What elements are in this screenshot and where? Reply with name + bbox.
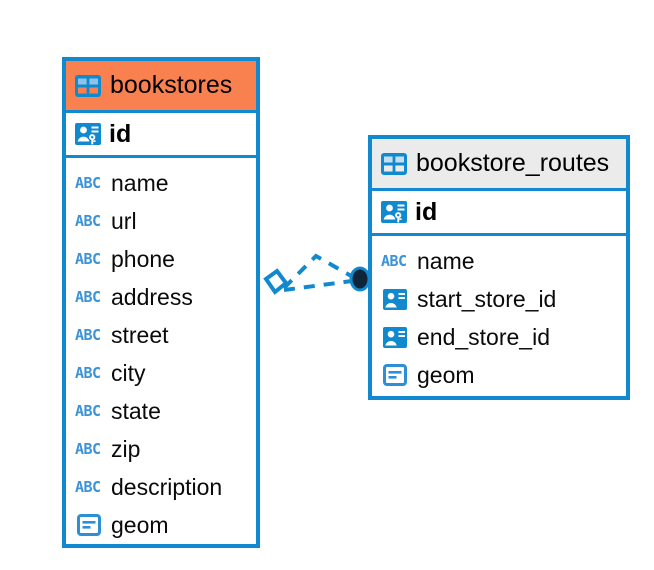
field-label: address xyxy=(111,283,193,310)
field-row-url[interactable]: ABC url xyxy=(66,202,256,240)
abc-text-icon: ABC xyxy=(75,477,101,496)
abc-text-icon: ABC xyxy=(75,325,101,344)
field-list-bookstore_routes: ABC name start_store_id xyxy=(372,236,626,400)
abc-text-icon: ABC xyxy=(75,211,101,230)
field-row-geom[interactable]: geom xyxy=(66,506,256,544)
abc-text-icon: ABC xyxy=(381,251,407,270)
field-label: zip xyxy=(111,435,141,462)
field-label: id xyxy=(109,119,132,148)
field-label: url xyxy=(111,207,137,234)
field-label: city xyxy=(111,359,146,386)
field-row-id[interactable]: id xyxy=(372,188,626,236)
abc-text-icon: ABC xyxy=(75,363,101,382)
field-row-street[interactable]: ABC street xyxy=(66,316,256,354)
entity-header-bookstore_routes: bookstore_routes xyxy=(372,139,626,188)
field-label: street xyxy=(111,321,169,348)
field-label: end_store_id xyxy=(417,323,550,350)
primary-key-icon xyxy=(75,122,101,146)
entity-header-bookstores: bookstores xyxy=(66,61,256,110)
field-row-phone[interactable]: ABC phone xyxy=(66,240,256,278)
field-row-state[interactable]: ABC state xyxy=(66,392,256,430)
abc-text-icon: ABC xyxy=(75,173,101,192)
field-row-name[interactable]: ABC name xyxy=(372,242,626,280)
field-row-city[interactable]: ABC city xyxy=(66,354,256,392)
field-row-end_store_id[interactable]: end_store_id xyxy=(372,318,626,356)
entity-bookstores[interactable]: bookstores id ABC xyxy=(62,57,260,548)
field-row-zip[interactable]: ABC zip xyxy=(66,430,256,468)
table-icon xyxy=(381,152,407,175)
abc-text-icon: ABC xyxy=(75,401,101,420)
foreign-key-icon xyxy=(381,288,409,310)
geometry-icon xyxy=(75,514,103,536)
field-label: phone xyxy=(111,245,175,272)
primary-key-icon xyxy=(381,200,407,224)
field-row-id[interactable]: id xyxy=(66,110,256,158)
entity-title: bookstores xyxy=(110,71,233,99)
field-label: geom xyxy=(417,361,475,388)
abc-text-icon: ABC xyxy=(75,287,101,306)
foreign-key-icon xyxy=(381,326,409,348)
field-label: name xyxy=(111,169,169,196)
field-row-name[interactable]: ABC name xyxy=(66,164,256,202)
entity-bookstore_routes[interactable]: bookstore_routes id ABC xyxy=(368,135,630,400)
abc-text-icon: ABC xyxy=(75,249,101,268)
table-icon xyxy=(75,74,101,97)
field-label: geom xyxy=(111,511,169,538)
field-label: description xyxy=(111,473,223,500)
relationship-line-lower xyxy=(283,279,353,292)
geometry-icon xyxy=(381,364,409,386)
field-label: name xyxy=(417,247,475,274)
field-row-description[interactable]: ABC description xyxy=(66,468,256,506)
field-row-geom[interactable]: geom xyxy=(372,356,626,394)
field-row-address[interactable]: ABC address xyxy=(66,278,256,316)
diamond-marker xyxy=(263,268,289,295)
relationship-line-upper xyxy=(282,253,354,290)
field-row-start_store_id[interactable]: start_store_id xyxy=(372,280,626,318)
field-label: id xyxy=(415,197,438,226)
abc-text-icon: ABC xyxy=(75,439,101,458)
entity-title: bookstore_routes xyxy=(416,149,610,177)
field-label: start_store_id xyxy=(417,285,557,312)
filled-circle-marker xyxy=(349,266,371,292)
field-list-bookstores: ABC name ABC url ABC phone ABC address A… xyxy=(66,158,256,550)
field-label: state xyxy=(111,397,161,424)
